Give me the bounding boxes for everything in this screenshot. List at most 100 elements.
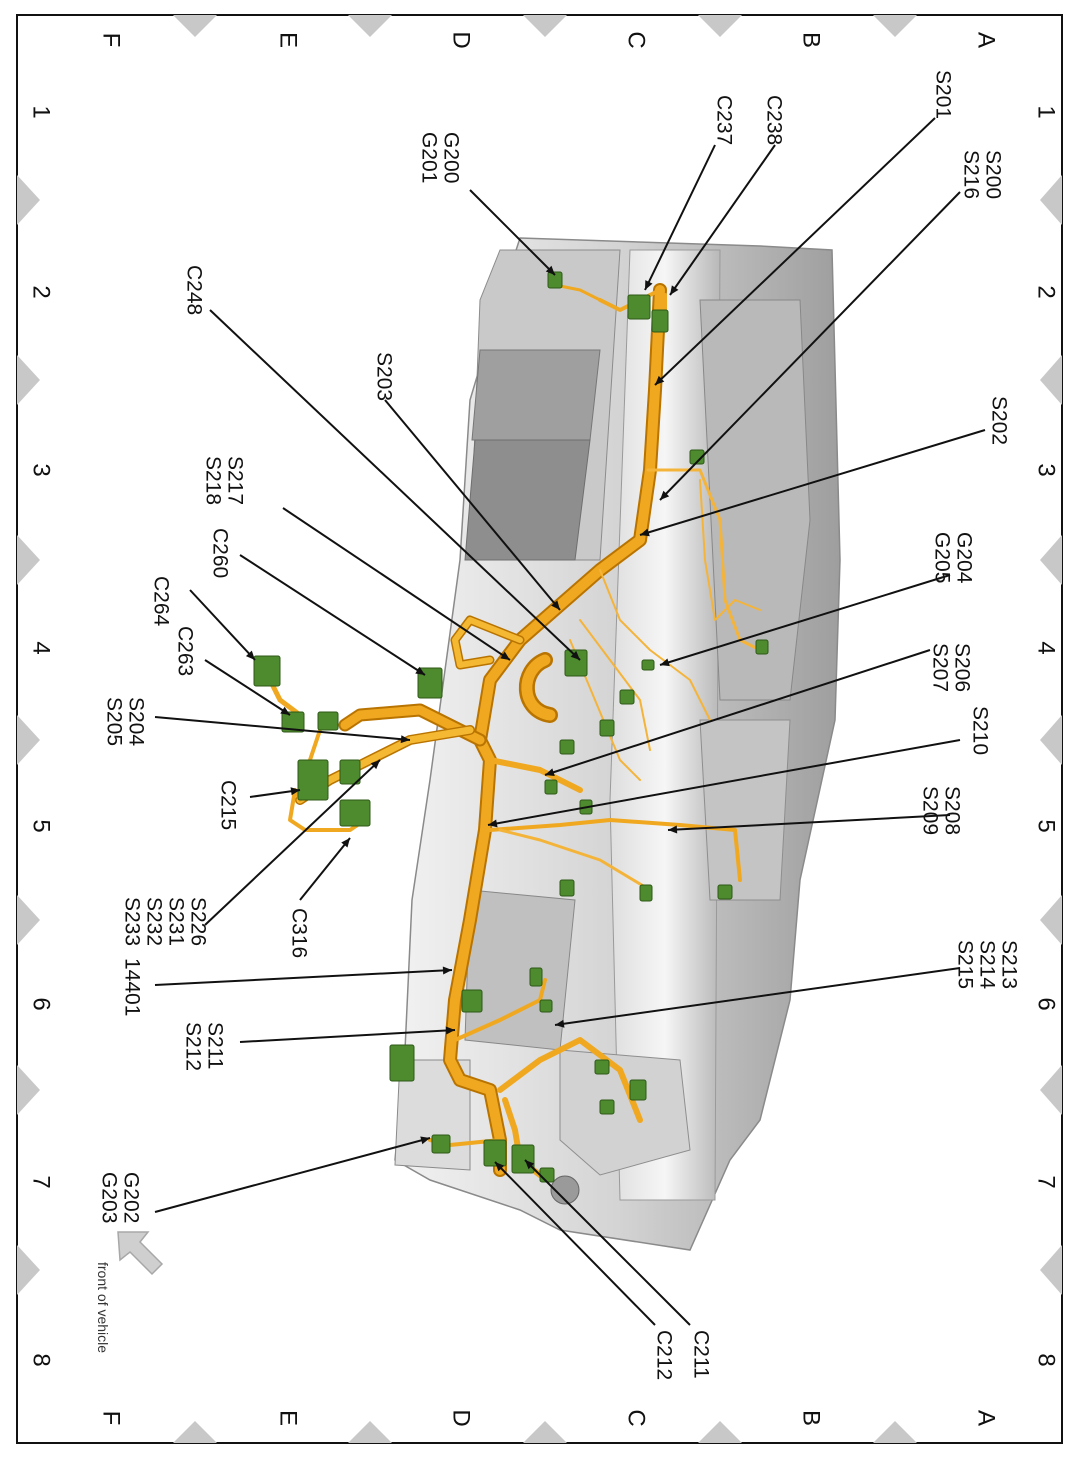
connector-24 [389,1044,415,1082]
leader-arrow-g204 [660,658,670,667]
leader-c316 [299,837,351,901]
connector-32 [689,449,705,465]
grid-row-bottom-B: B [798,1410,825,1426]
label-s213-line-2: S215 [953,940,976,989]
connector-10 [339,759,361,785]
grid-row-top-F: F [98,33,125,48]
connector-13 [619,689,635,705]
grid-marker-left-0 [17,175,40,225]
label-c215: C215 [216,780,239,830]
connector-1 [627,294,651,320]
grid-row-top-E: E [275,32,302,48]
grid-marker-right-6 [1040,1245,1062,1295]
connectors [253,271,769,1183]
grid-col-right-7: 7 [1033,1175,1060,1188]
label-c237-line-0: C237 [712,95,735,145]
grid-row-bottom-E: E [275,1410,302,1426]
grid-col-right-8: 8 [1033,1353,1060,1366]
label-s217-line-1: S218 [201,456,224,505]
label-s210: S210 [968,706,991,755]
label-s226-line-0: S226 [186,897,209,946]
grid-col-right-5: 5 [1033,819,1060,832]
leader-g204 [659,574,951,666]
grid-marker-bottom-0 [173,1421,217,1443]
front-of-vehicle-note: front of vehicle [95,1262,111,1353]
grid-col-left-8: 8 [28,1353,55,1366]
leader-arrow-s204 [400,735,410,744]
leader-arrow-c263 [280,706,290,715]
connector-30 [599,1099,615,1115]
grid-col-left-7: 7 [28,1175,55,1188]
connector-5 [253,655,281,687]
connector-3 [564,649,588,677]
leader-c211 [524,1159,691,1326]
grid-col-left-2: 2 [28,285,55,298]
grid-row-bottom-C: C [623,1409,650,1426]
grid-marker-top-0 [173,15,217,37]
label-s226-line-1: S231 [164,897,187,946]
label-s211-line-1: S212 [181,1022,204,1071]
leader-arrow-c237 [645,280,653,290]
label-s201-line-0: S201 [931,70,954,119]
leader-arrow-h14401 [442,966,452,975]
grid-marker-right-4 [1040,895,1062,945]
grid-marker-top-1 [348,15,392,37]
leader-s200 [659,191,961,501]
label-g200-line-1: G201 [417,132,440,183]
label-s200-line-1: S216 [959,150,982,199]
leader-arrow-s200 [660,490,670,500]
connector-23 [539,999,553,1013]
leader-arrow-c212 [495,1162,505,1172]
leader-arrow-s203 [551,600,560,610]
leader-g202 [154,1137,431,1213]
grid-marker-left-4 [17,895,40,945]
label-c212-line-0: C212 [652,1330,675,1380]
leader-arrow-c238 [670,285,679,295]
connector-27 [511,1144,535,1174]
leader-arrow-c264 [245,650,255,660]
label-c237: C237 [712,95,735,145]
grid-marker-bottom-1 [348,1421,392,1443]
grid-row-bottom-A: A [973,1410,1000,1426]
label-s204-line-1: S205 [102,697,125,746]
leader-arrow-s201 [655,375,665,385]
connector-15 [559,739,575,755]
label-s206-line-0: S206 [950,643,973,692]
label-g204-line-1: G205 [930,532,953,583]
connector-31 [629,1079,647,1101]
main-wiring-harness [267,283,762,1178]
leader-arrow-s206 [545,768,555,777]
leader-arrow-s208 [668,825,678,834]
label-c212: C212 [652,1330,675,1380]
connector-16 [544,779,558,795]
grid-marker-right-2 [1040,535,1062,585]
leader-arrow-c248 [570,650,580,660]
label-c263-line-0: C263 [173,626,196,676]
label-c248-line-0: C248 [182,265,205,315]
grid-col-left-6: 6 [28,997,55,1010]
connector-2 [651,309,669,333]
grid-col-left-5: 5 [28,819,55,832]
label-s202-line-0: S202 [987,396,1010,445]
grid-marker-bottom-2 [523,1421,567,1443]
grid-col-right-3: 3 [1033,463,1060,476]
connector-25 [431,1134,451,1154]
label-c264-line-0: C264 [149,576,172,627]
grid-marker-bottom-4 [873,1421,917,1443]
connector-6 [281,711,305,733]
grid-marker-top-2 [523,15,567,37]
grid-marker-left-2 [17,535,40,585]
grid-row-top-D: D [448,31,475,48]
label-s202: S202 [987,396,1010,445]
grid-marker-right-5 [1040,1065,1062,1115]
connector-12 [641,659,655,671]
label-s206-line-1: S207 [928,643,951,692]
label-c248: C248 [182,265,205,315]
